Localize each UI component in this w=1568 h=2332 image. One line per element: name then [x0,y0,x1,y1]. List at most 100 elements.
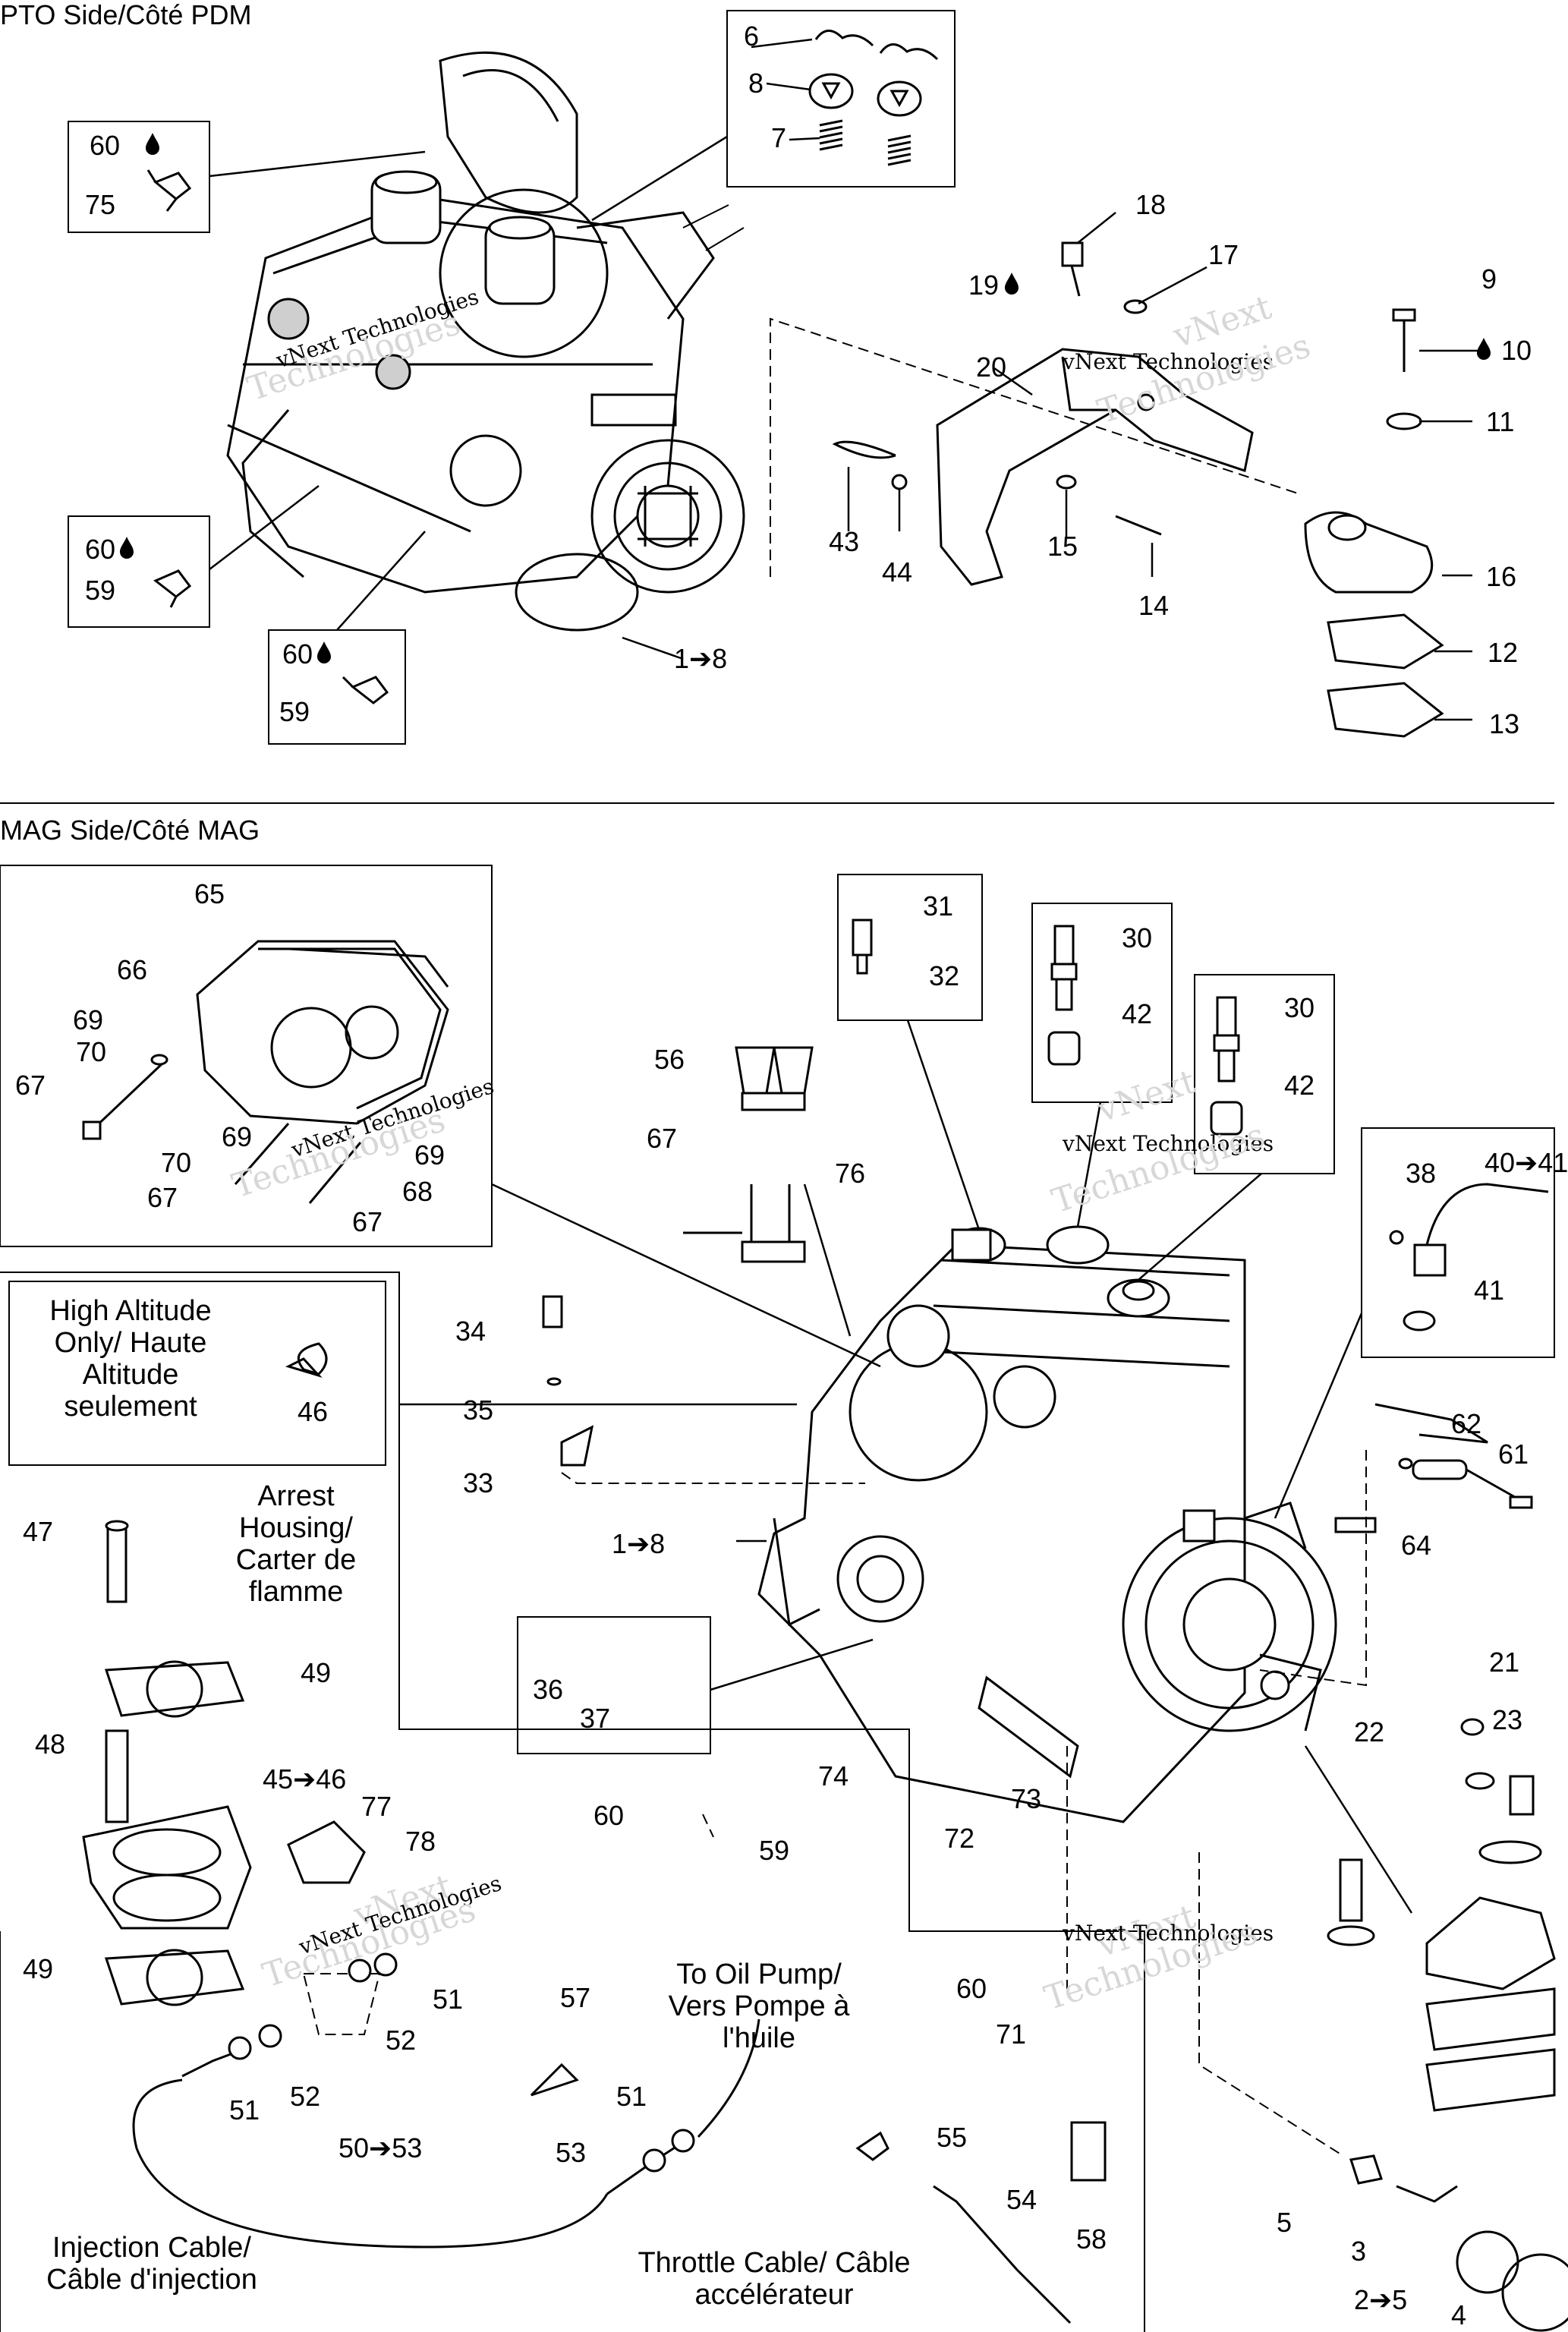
callout-number: 49 [23,1953,54,1984]
callout-number: 42 [1284,1070,1315,1101]
callout-number: 40➔41 [1485,1147,1568,1178]
callout-number: 68 [402,1176,433,1207]
callout-number: 13 [1489,708,1520,739]
mag-engine-illustration [757,1225,1337,1823]
callout-number: 62 [1451,1408,1482,1439]
callout-number: 69 [222,1121,253,1152]
callout-number: 54 [1006,2184,1037,2215]
callout-number: 23 [1492,1704,1523,1735]
oil-drop-icon [316,639,332,670]
callout-number: 41 [1474,1275,1505,1306]
callout-number: 8 [748,68,764,99]
callout-number: 78 [405,1826,436,1857]
mag-small-parts [285,919,1549,1509]
to-oil-pump-note: To Oil Pump/ Vers Pompe à l'huile [668,1959,850,2054]
watermark-brand: vNext Technologies [1063,1921,1274,1946]
callout-number: 19 [968,269,1000,301]
callout-number: 10 [1501,335,1532,366]
callout-number: 67 [147,1182,178,1213]
arrest-housing-parts [82,1520,398,2035]
callout-number: 5 [1277,2207,1292,2238]
callout-number: 60 [594,1800,625,1831]
callout-number: 48 [35,1729,66,1760]
watermark-brand: vNext Technologies [1063,1131,1274,1156]
callout-number: 64 [1401,1530,1432,1561]
detail-box-valves [726,10,956,188]
callout-number: 53 [556,2137,587,2168]
callout-number: 16 [1486,561,1517,592]
callout-number: 56 [654,1044,685,1075]
callout-number: 60 [90,130,121,161]
callout-number: 77 [361,1791,392,1822]
callout-number: 6 [744,20,760,52]
callout-number: 30 [1122,922,1153,953]
callout-number: 61 [1498,1439,1529,1470]
callout-number: 38 [1406,1158,1437,1189]
callout-number: 57 [560,1982,591,2013]
callout-number: 4 [1451,2299,1467,2330]
oil-drop-icon [1003,270,1020,301]
callout-number: 60 [956,1973,987,2004]
callout-number: 52 [386,2025,417,2056]
mount-bracket-parts [832,241,1444,738]
callout-number: 47 [23,1516,54,1547]
callout-number: 9 [1481,263,1497,295]
high-altitude-note: High Altitude Only/ Haute Altitude seule… [49,1295,212,1423]
callout-number: 65 [194,878,225,909]
callout-number: 22 [1354,1716,1385,1747]
callout-number: 69 [414,1139,446,1171]
callout-number: 11 [1486,406,1515,437]
callout-number: 75 [85,189,116,220]
callout-number: 1➔8 [612,1528,666,1559]
callout-number: 70 [161,1147,192,1178]
valve-parts [808,30,939,166]
callout-number: 73 [1011,1783,1042,1814]
callout-number: 18 [1135,189,1167,220]
callout-number: 49 [301,1657,332,1688]
callout-number: 30 [1284,992,1315,1023]
callout-number: 58 [1076,2223,1107,2255]
pto-side-title: PTO Side/Côté PDM [0,0,252,30]
manifold-parts [82,940,449,1204]
callout-number: 34 [455,1316,486,1347]
callout-number: 7 [771,122,787,153]
callout-number: 60 [85,534,116,565]
throttle-cable-note: Throttle Cable/ Câble accélérateur [638,2247,911,2311]
callout-number: 59 [279,696,310,727]
mag-mount-parts [1327,1403,1556,2112]
callout-number: 20 [976,351,1007,383]
callout-number: 51 [229,2094,260,2126]
mag-leader-lines [399,1019,1413,2157]
watermark-brand: vNext Technologies [1063,349,1274,374]
callout-number: 1➔8 [674,643,728,674]
callout-number: 15 [1047,531,1078,562]
pto-leader-lines [209,38,1488,721]
callout-number: 76 [835,1158,866,1189]
callout-number: 14 [1138,590,1170,621]
oil-drop-icon [144,131,161,161]
callout-number: 37 [580,1703,611,1734]
callout-number: 21 [1489,1647,1520,1678]
cable-parts [132,2018,1568,2332]
fitting-parts-pto [146,169,389,704]
callout-number: 59 [759,1835,790,1866]
callout-number: 59 [85,575,116,606]
callout-number: 32 [929,960,960,991]
callout-number: 72 [944,1823,975,1854]
mag-detail-boxes [0,865,1555,2332]
arrest-housing-note: Arrest Housing/ Carter de flamme [235,1480,357,1608]
callout-number: 60 [282,638,313,670]
callout-number: 2➔5 [1354,2284,1408,2315]
callout-number: 52 [290,2081,321,2112]
callout-number: 70 [76,1036,107,1067]
callout-number: 46 [298,1396,329,1427]
callout-number: 35 [463,1394,494,1426]
detail-box-fitting-75 [68,121,210,233]
detail-box-fitting-59-a [68,515,210,628]
callout-number: 45➔46 [263,1763,347,1795]
callout-number: 51 [616,2081,647,2112]
callout-number: 36 [533,1674,564,1705]
callout-number: 67 [352,1206,383,1237]
